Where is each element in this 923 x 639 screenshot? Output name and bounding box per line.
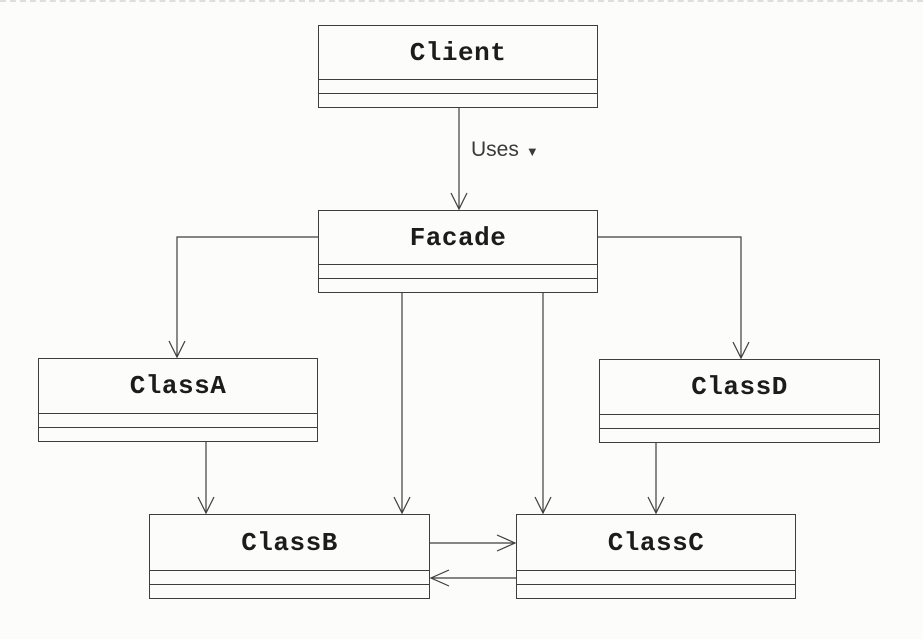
attributes-compartment <box>600 414 879 428</box>
edge-classA-classB <box>197 442 215 515</box>
operations-compartment <box>319 278 597 292</box>
uses-label-text: Uses <box>471 138 519 161</box>
edge-facade-classC <box>534 293 552 515</box>
down-triangle-icon: ▼ <box>525 144 539 159</box>
operations-compartment <box>39 427 317 441</box>
class-name-classA: ClassA <box>129 371 227 401</box>
class-box-classB: ClassB <box>149 514 430 599</box>
class-name-facade: Facade <box>409 222 507 253</box>
class-name-classD: ClassD <box>691 372 788 402</box>
operations-compartment <box>319 93 597 107</box>
edge-classD-classC <box>647 443 665 515</box>
edge-facade-classB <box>393 293 411 515</box>
edge-facade-classA <box>168 236 318 359</box>
scan-artifact-top-edge <box>0 0 923 2</box>
attributes-compartment <box>150 570 429 584</box>
class-box-client: Client <box>318 25 598 108</box>
class-name-client: Client <box>409 37 507 68</box>
class-box-facade: Facade <box>318 210 598 293</box>
edge-classB-classC <box>430 534 517 552</box>
class-box-classC: ClassC <box>516 514 796 599</box>
edge-classC-classB <box>429 569 516 587</box>
attributes-compartment <box>517 570 795 584</box>
operations-compartment <box>150 584 429 598</box>
class-box-classD: ClassD <box>599 359 880 443</box>
edge-client-facade <box>450 108 468 211</box>
class-name-classC: ClassC <box>607 527 705 558</box>
attributes-compartment <box>319 79 597 93</box>
attributes-compartment <box>39 413 317 427</box>
class-name-classB: ClassB <box>241 527 338 558</box>
operations-compartment <box>600 428 879 442</box>
attributes-compartment <box>319 264 597 278</box>
uses-annotation: Uses ▼ <box>471 138 539 162</box>
edge-facade-classD <box>597 236 750 360</box>
operations-compartment <box>517 584 795 598</box>
class-box-classA: ClassA <box>38 358 318 442</box>
